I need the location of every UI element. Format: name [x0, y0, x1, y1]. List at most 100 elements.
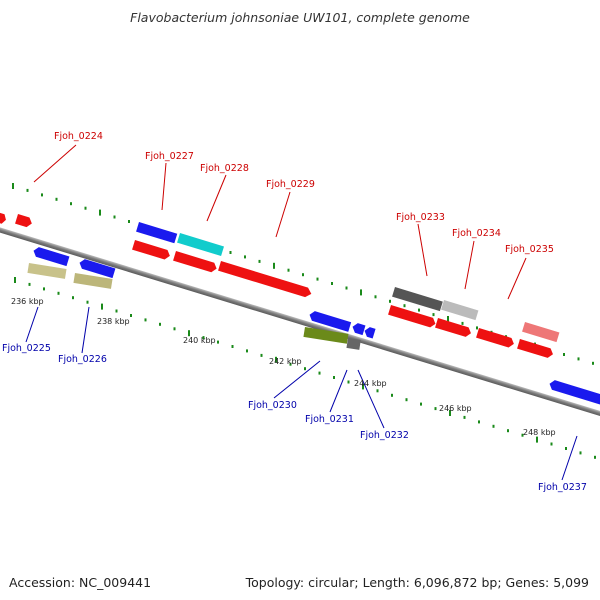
gene-arrow-fjoh-0234b-lower[interactable]	[476, 328, 515, 349]
label-fjoh-0224[interactable]: Fjoh_0224	[54, 131, 103, 142]
upper-row-tick	[447, 316, 449, 322]
upper-row-tick	[345, 286, 348, 290]
upper-row-tick	[244, 255, 246, 259]
lower-row-tick	[391, 393, 393, 397]
forward-gene-labels: Fjoh_0224 Fjoh_0227 Fjoh_0228 Fjoh_0229 …	[54, 131, 554, 255]
gene-arrow-fjoh-0225-upper[interactable]	[32, 246, 70, 267]
gene-arrow-fjoh-0228-lower[interactable]	[173, 251, 218, 273]
label-fjoh-0235[interactable]: Fjoh_0235	[505, 244, 554, 255]
gene-arrow-fjoh-0232-upper[interactable]	[363, 326, 376, 339]
lower-row-tick	[449, 410, 451, 416]
upper-row-tick	[26, 188, 29, 192]
gene-arrow-fjoh-0224b[interactable]	[15, 214, 33, 228]
gene-arrow-fjoh-0235-lower[interactable]	[517, 339, 554, 359]
lower-row-tick	[57, 291, 60, 295]
lower-row-tick	[492, 424, 495, 428]
gene-arrow-fjoh-0231-upper[interactable]	[351, 322, 366, 336]
upper-row-tick	[12, 183, 14, 189]
label-fjoh-0225[interactable]: Fjoh_0225	[2, 343, 51, 354]
scale-label-244: 244 kbp	[354, 379, 387, 388]
leader-fjoh-0224	[33, 144, 77, 183]
lower-row-tick	[536, 436, 538, 443]
leader-fjoh-0228	[206, 174, 227, 222]
lower-row-tick	[318, 371, 321, 375]
label-fjoh-0228[interactable]: Fjoh_0228	[200, 163, 249, 174]
leader-fjoh-0237	[561, 435, 578, 481]
leader-fjoh-0229	[275, 191, 291, 238]
lower-row-tick	[14, 277, 16, 283]
upper-row-tick	[360, 289, 362, 296]
tick-row-lower	[14, 277, 596, 459]
lower-row-tick	[202, 336, 205, 340]
upper-row-tick	[229, 251, 232, 254]
leader-fjoh-0225	[25, 306, 39, 343]
gene-box-fjoh-0228[interactable]	[177, 233, 224, 257]
lower-row-tick	[144, 318, 147, 322]
upper-row-tick	[577, 357, 580, 361]
upper-row-tick	[302, 273, 304, 277]
gene-arrow-fjoh-0237[interactable]	[548, 379, 600, 407]
reverse-gene-labels: Fjoh_0225 Fjoh_0226 Fjoh_0230 Fjoh_0231 …	[2, 343, 587, 493]
label-fjoh-0227[interactable]: Fjoh_0227	[145, 151, 194, 162]
lower-row-tick	[217, 340, 219, 344]
lower-row-tick	[289, 362, 292, 366]
lower-row-tick	[43, 287, 45, 291]
leader-fjoh-0231	[329, 369, 348, 413]
upper-row-tick	[374, 295, 377, 299]
lower-row-tick	[159, 322, 161, 326]
lower-row-tick	[246, 349, 248, 353]
label-fjoh-0234[interactable]: Fjoh_0234	[452, 228, 501, 239]
gene-box-fjoh-0233[interactable]	[392, 287, 443, 312]
lower-row-tick	[405, 398, 408, 402]
gene-box-fjoh-0234[interactable]	[441, 300, 479, 321]
leader-fjoh-0230	[273, 360, 321, 399]
gene-box-fjoh-0226[interactable]	[73, 273, 113, 289]
gene-arrow-fjoh-0226-upper[interactable]	[78, 258, 116, 279]
upper-row-tick	[316, 277, 319, 281]
gene-box-fjoh-0227[interactable]	[136, 222, 178, 244]
gene-arrow-fjoh-0229[interactable]	[218, 261, 313, 299]
upper-row-tick	[287, 268, 290, 272]
gene-arrow-fjoh-0234-lower[interactable]	[435, 318, 472, 338]
gene-arrow-fjoh-0230-upper[interactable]	[308, 310, 352, 332]
lower-row-tick	[304, 367, 306, 371]
label-fjoh-0237[interactable]: Fjoh_0237	[538, 482, 587, 493]
label-fjoh-0229[interactable]: Fjoh_0229	[266, 179, 315, 190]
lower-row-tick	[579, 451, 582, 455]
gene-box-fjoh-0231[interactable]	[346, 338, 361, 350]
upper-row-tick	[418, 308, 420, 312]
gene-box-fjoh-0225[interactable]	[27, 263, 67, 279]
lower-row-tick	[434, 407, 437, 411]
gene-box-fjoh-0235[interactable]	[522, 322, 560, 343]
leader-fjoh-0234	[464, 240, 475, 290]
lower-row-tick	[260, 353, 263, 357]
leader-fjoh-0227	[161, 162, 167, 211]
leader-fjoh-0232	[357, 369, 385, 429]
gene-arrow-fjoh-0224[interactable]	[0, 211, 7, 225]
lower-row-tick	[463, 415, 466, 419]
lower-row-tick	[231, 345, 234, 348]
lower-row-tick	[173, 327, 176, 331]
genome-info-text: Topology: circular; Length: 6,096,872 bp…	[245, 575, 589, 590]
upper-row-tick	[258, 259, 261, 263]
upper-row-tick	[273, 262, 275, 269]
upper-row-tick	[70, 202, 72, 206]
label-fjoh-0230[interactable]: Fjoh_0230	[248, 400, 297, 411]
label-fjoh-0231[interactable]: Fjoh_0231	[305, 414, 354, 425]
gene-arrow-fjoh-0227-lower[interactable]	[132, 240, 171, 261]
sequence-backbone	[0, 218, 600, 423]
scale-label-242: 242 kbp	[269, 357, 302, 366]
upper-row-tick	[331, 282, 333, 285]
upper-row-tick	[592, 361, 594, 365]
lower-row-tick	[478, 420, 480, 424]
label-fjoh-0232[interactable]: Fjoh_0232	[360, 430, 409, 441]
label-fjoh-0226[interactable]: Fjoh_0226	[58, 354, 107, 365]
gene-arrow-fjoh-0233-lower[interactable]	[388, 305, 437, 329]
label-fjoh-0233[interactable]: Fjoh_0233	[396, 212, 445, 223]
lower-row-tick	[72, 296, 74, 300]
upper-row-tick	[476, 326, 478, 330]
lower-row-tick	[333, 376, 335, 379]
upper-row-tick	[113, 215, 116, 219]
gene-box-fjoh-0230[interactable]	[303, 327, 349, 344]
